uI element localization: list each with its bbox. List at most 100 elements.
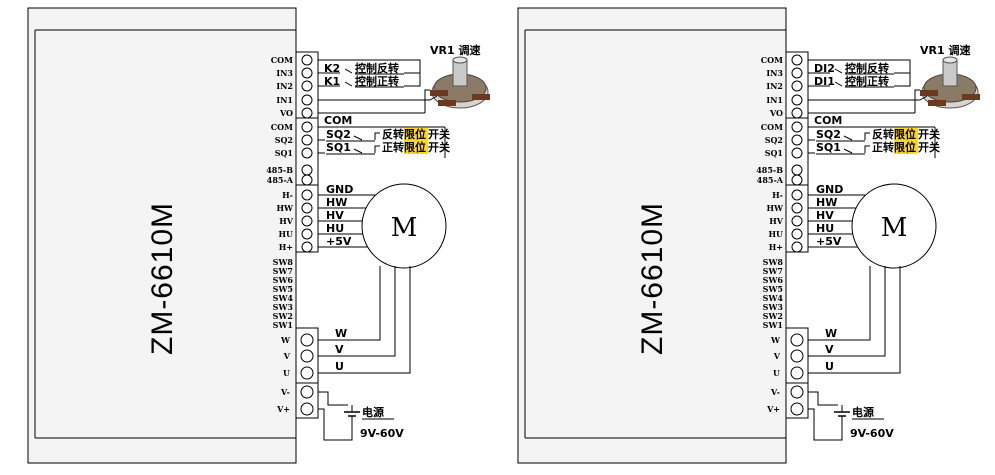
dip-switch-sw8: SW8 <box>273 257 294 267</box>
hall-label: GND <box>326 183 353 196</box>
limit-text-hl: 限位 <box>404 140 426 154</box>
terminal-label-in2: IN2 <box>766 81 783 91</box>
terminal-screw <box>300 385 314 399</box>
terminal-label-485-b: 485-B <box>756 165 783 175</box>
motor-label: M <box>881 213 908 243</box>
hall-label: HW <box>816 196 837 209</box>
dip-switch-sw6: SW6 <box>763 275 784 285</box>
terminal-label-hw: HW <box>276 203 294 213</box>
limit-switch <box>353 135 363 141</box>
controller-body <box>517 7 787 464</box>
terminal-label-485-b: 485-B <box>266 165 293 175</box>
model-name: ZM-6610M <box>636 202 669 355</box>
terminal-screw <box>791 215 803 227</box>
limit-switch <box>843 148 853 154</box>
power-range: 9V-60V <box>850 427 894 440</box>
control-tag: K1 <box>324 75 340 88</box>
pot-shaft <box>452 59 468 87</box>
terminal-screw <box>790 349 804 363</box>
dip-switch-sw1: SW1 <box>273 320 293 330</box>
limit-highlight <box>404 128 428 141</box>
terminal-label-com: COM <box>271 122 293 132</box>
terminal-screw <box>791 164 803 176</box>
terminal-label-in1: IN1 <box>276 95 293 105</box>
hall-label: +5V <box>326 235 352 248</box>
terminal-label-vo: VO <box>769 108 783 118</box>
pot-label: VR1 调速 <box>430 43 480 57</box>
terminal-label-h+: H+ <box>279 242 293 252</box>
terminal-screw <box>300 333 314 347</box>
terminal-screw <box>791 94 803 106</box>
potentiometer-icon <box>920 56 980 109</box>
limit-text-post: 开关 <box>918 140 940 154</box>
phase-label: V <box>825 343 834 356</box>
power-range: 9V-60V <box>360 427 404 440</box>
com-label: COM <box>324 114 352 127</box>
phase-wire <box>318 266 381 341</box>
pot-wire-vo-up <box>914 89 920 113</box>
limit-text-hl: 限位 <box>894 140 916 154</box>
control-text: 控制反转 <box>845 61 889 75</box>
diagram-2: ZM-6610MCOMIN3IN2IN1VOCOMSQ2SQ1485-B485-… <box>517 7 980 464</box>
terminal-label-bottom: V- <box>770 387 780 397</box>
terminal-screw <box>790 366 804 380</box>
control-switch <box>344 68 353 74</box>
phase-wire <box>318 266 411 374</box>
potentiometer-icon <box>430 56 490 109</box>
terminal-label-h-: H- <box>282 190 293 200</box>
terminal-label-sq1: SQ1 <box>275 148 293 158</box>
terminal-screw <box>301 134 313 146</box>
terminal-screw <box>301 215 313 227</box>
terminal-screw <box>301 107 313 119</box>
limit-bracket <box>374 145 380 153</box>
control-text: 控制正转 <box>355 74 399 88</box>
terminal-screw <box>791 107 803 119</box>
phase-wire <box>318 266 396 357</box>
pot-lug <box>438 100 456 106</box>
terminal-screw <box>791 228 803 240</box>
power-wire-neg <box>808 391 838 406</box>
terminal-screw <box>300 349 314 363</box>
terminal-label-com: COM <box>761 55 783 65</box>
motor-icon <box>361 183 447 269</box>
dip-switch-sw7: SW7 <box>763 266 783 276</box>
terminal-screw <box>791 241 803 253</box>
phase-label: W <box>825 327 837 340</box>
pot-lug <box>962 94 980 100</box>
dip-switch-sw5: SW5 <box>273 284 293 294</box>
power-label: 电源 <box>852 405 874 419</box>
terminal-label-bottom: V <box>773 351 781 361</box>
terminal-label-485-a: 485-A <box>757 175 784 185</box>
terminal-label-bottom: V+ <box>276 404 290 414</box>
phase-wire <box>808 266 871 341</box>
terminal-screw <box>301 189 313 201</box>
limit-bracket <box>864 145 870 153</box>
control-switch <box>344 81 353 87</box>
phase-label: U <box>825 360 834 373</box>
dip-switch-sw7: SW7 <box>273 266 293 276</box>
terminal-screw <box>301 121 313 133</box>
limit-text-hl: 限位 <box>894 127 916 141</box>
terminal-screw <box>301 147 313 159</box>
power-wire-pos <box>318 408 353 441</box>
terminal-label-in3: IN3 <box>276 68 293 78</box>
phase-wire <box>808 266 901 374</box>
terminal-screw <box>301 80 313 92</box>
terminal-label-hu: HU <box>278 229 293 239</box>
dip-switch-sw3: SW3 <box>763 302 784 312</box>
limit-tag: SQ1 <box>326 141 351 154</box>
power-wire-neg <box>318 391 348 406</box>
terminal-screw <box>791 67 803 79</box>
terminal-screw <box>301 228 313 240</box>
hall-label: HV <box>326 209 344 222</box>
terminal-label-hu: HU <box>768 229 783 239</box>
dip-switch-sw8: SW8 <box>763 257 784 267</box>
terminal-label-bottom: W <box>280 335 291 345</box>
pot-wire-vo-up <box>424 89 430 113</box>
limit-bracket <box>374 132 380 140</box>
power-wire-pos <box>808 408 843 441</box>
limit-text-pre: 正转 <box>382 140 404 154</box>
pot-wire-join <box>919 95 928 101</box>
dip-switch-sw4: SW4 <box>273 293 294 303</box>
phase-label: V <box>335 343 344 356</box>
